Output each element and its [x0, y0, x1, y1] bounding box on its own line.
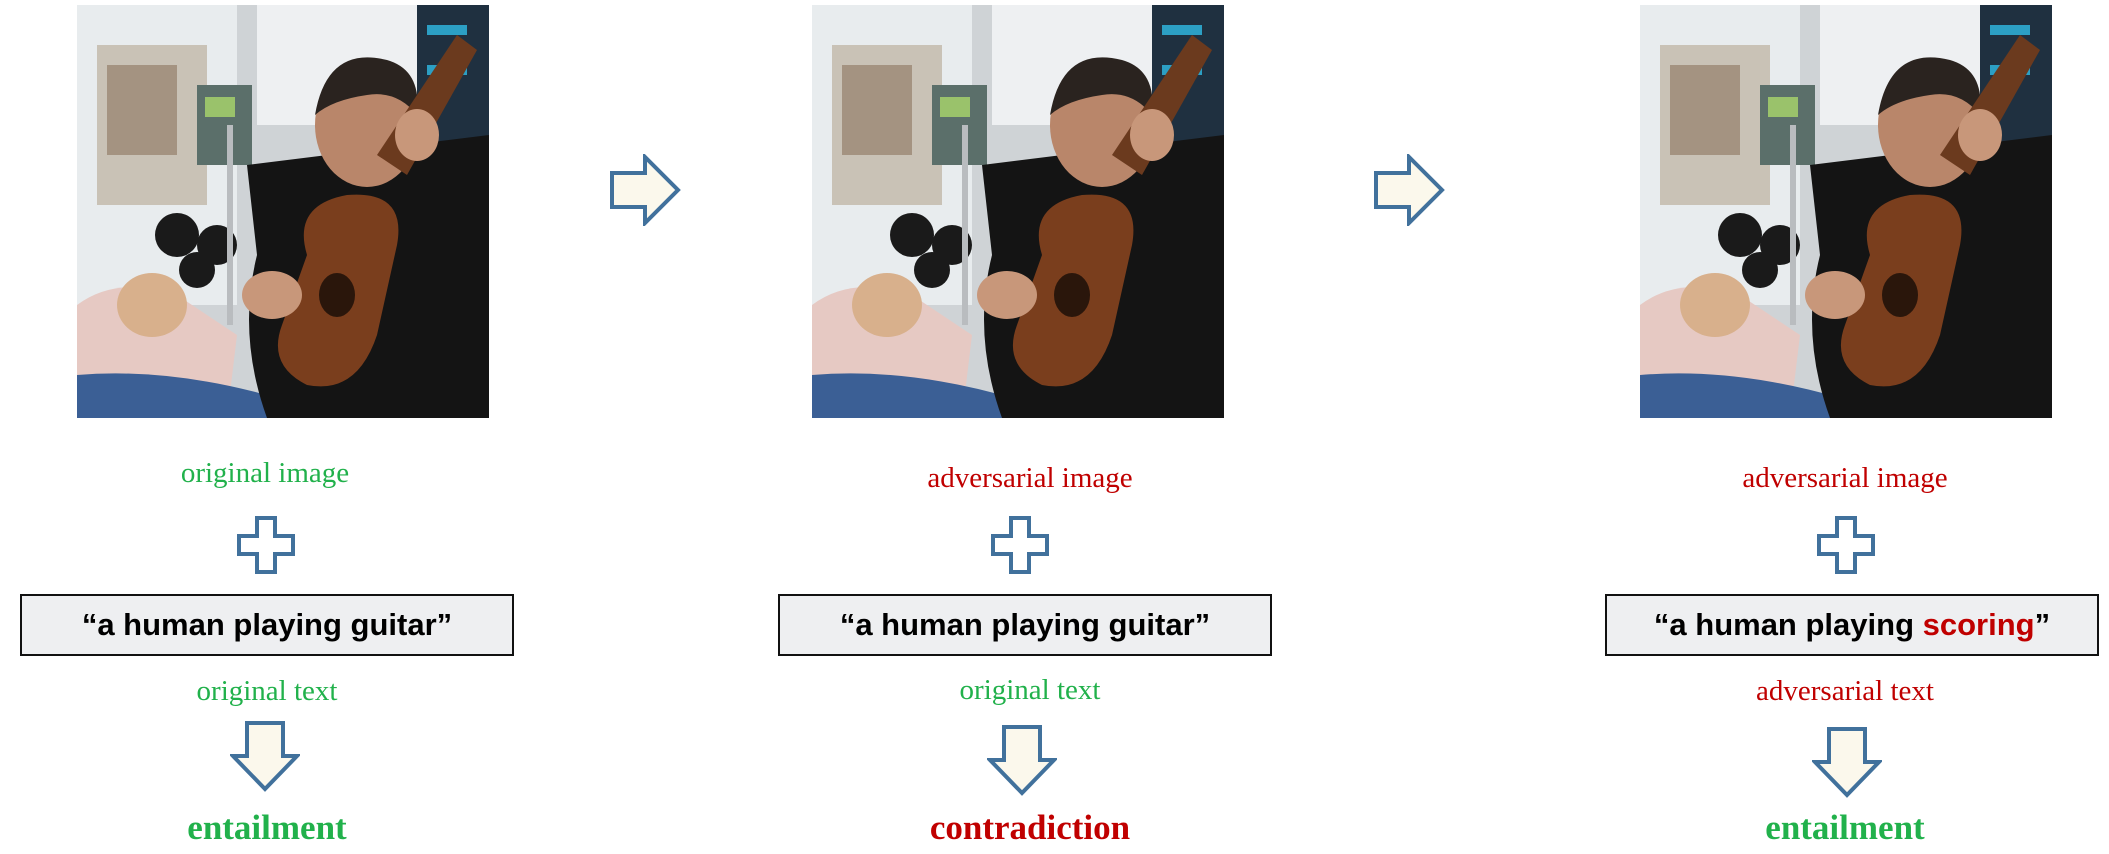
right-arrow-icon — [1374, 154, 1445, 226]
original-photo — [77, 5, 489, 418]
plus-icon — [1817, 516, 1875, 574]
result-label: contradiction — [929, 808, 1131, 847]
text-prefix: “a human playing — [1653, 607, 1923, 642]
text-word: guitar — [350, 607, 437, 642]
text-box: “a human playing guitar” — [778, 594, 1272, 656]
image-caption: original image — [180, 457, 350, 489]
down-arrow-icon — [987, 725, 1057, 796]
text-suffix: ” — [2034, 607, 2051, 642]
panel-adversarial-text: adversarial image “a human playing scori… — [1580, 0, 2109, 854]
panel-original: original image “a human playing guitar” … — [0, 0, 520, 854]
text-prefix: “a human playing — [839, 607, 1109, 642]
plus-icon — [237, 516, 295, 574]
text-word: guitar — [1108, 607, 1195, 642]
result-label: entailment — [1765, 808, 1925, 847]
down-arrow-icon — [1812, 727, 1882, 798]
down-arrow-icon — [230, 721, 300, 792]
text-box: “a human playing guitar” — [20, 594, 514, 656]
text-caption: original text — [196, 675, 338, 707]
adversarial-photo — [812, 5, 1224, 418]
image-caption: adversarial image — [927, 462, 1133, 494]
plus-icon — [991, 516, 1049, 574]
image-caption: adversarial image — [1742, 462, 1948, 494]
text-suffix: ” — [436, 607, 453, 642]
text-word: scoring — [1922, 607, 2035, 642]
adversarial-photo — [1640, 5, 2052, 418]
panel-adversarial-image: adversarial image “a human playing guita… — [760, 0, 1320, 854]
text-suffix: ” — [1194, 607, 1211, 642]
text-caption: adversarial text — [1756, 675, 1934, 707]
text-box: “a human playing scoring” — [1605, 594, 2099, 656]
right-arrow-icon — [610, 154, 681, 226]
result-label: entailment — [187, 808, 347, 847]
text-caption: original text — [959, 674, 1101, 706]
text-prefix: “a human playing — [81, 607, 351, 642]
